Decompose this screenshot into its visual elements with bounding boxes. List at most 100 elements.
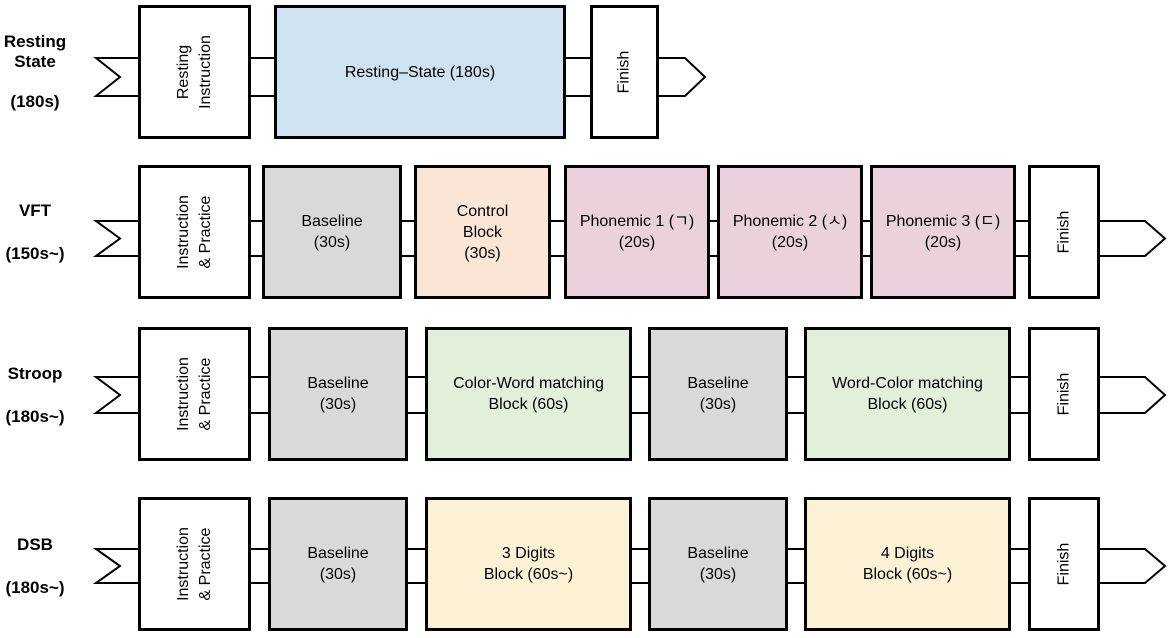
row-label-dsb: DSB: [0, 535, 70, 555]
block-text-line: Phonemic 2 (ㅅ): [732, 213, 848, 230]
block-text-line: & Practice: [196, 195, 214, 269]
block-text: Baseline (30s): [301, 211, 362, 253]
block-text: Instruction& Practice: [173, 527, 217, 601]
block-text-line: Block (60s): [488, 396, 569, 413]
block-text: Phonemic 2 (ㅅ) (20s): [733, 211, 847, 253]
block-text-line: (20s): [771, 234, 809, 251]
block-baseline: Baseline (30s): [262, 165, 402, 299]
block-text-line: Phonemic 3 (ㄷ): [885, 213, 1001, 230]
block-text: Phonemic 3 (ㄷ) (20s): [886, 211, 1000, 253]
block-text-line: Finish: [1055, 372, 1072, 416]
row-label-line: Resting: [3, 32, 67, 51]
block-text-line: Baseline: [687, 545, 749, 562]
block-text: Baseline (30s): [687, 373, 748, 415]
block-text-line: (30s): [464, 244, 501, 262]
block-text-line: Instruction: [174, 195, 192, 269]
row-duration: (180s): [10, 92, 60, 111]
block-text-line: (30s): [699, 566, 737, 583]
block-baseline: Baseline (30s): [648, 327, 788, 461]
block-text-line: & Practice: [196, 357, 214, 431]
block-baseline: Baseline (30s): [268, 497, 408, 631]
block-baseline: Baseline (30s): [648, 497, 788, 631]
block-text-line: Baseline: [307, 545, 369, 562]
row-duration: (180s~): [5, 407, 65, 426]
block-text: Phonemic 1 (ㄱ) (20s): [580, 211, 694, 253]
block-text-line: Word-Color matching: [832, 375, 983, 392]
row-label-line: Stroop: [7, 364, 63, 383]
block-text: Baseline (30s): [687, 543, 748, 585]
block-text-line: (30s): [319, 396, 357, 413]
block-text-line: Baseline: [301, 213, 363, 230]
block-text-line: Block (60s~): [862, 566, 953, 583]
block-text-line: Instruction: [174, 527, 192, 601]
row-4-flow-arrow: [92, 548, 1167, 584]
block-instruction: Instruction& Practice: [138, 165, 251, 299]
block-text: Baseline (30s): [307, 543, 368, 585]
block-text-line: Resting: [174, 44, 192, 100]
block-text-line: Finish: [1055, 542, 1072, 586]
block-text-line: (20s): [924, 234, 962, 251]
row-label-stroop: Stroop: [0, 364, 70, 384]
block-text-line: Block: [462, 223, 503, 241]
block-text-line: Finish: [1055, 210, 1072, 254]
block-text-line: Baseline: [307, 375, 369, 392]
row-label-line: State: [14, 52, 56, 71]
block-finish: Finish: [1028, 327, 1100, 461]
block-finish: Finish: [1028, 165, 1100, 299]
row-label-line: DSB: [17, 535, 53, 554]
block-text: Finish: [1053, 211, 1075, 254]
block-text-line: Resting–State (180s): [344, 63, 496, 81]
block-baseline: Baseline (30s): [268, 327, 408, 461]
block-phonemic-1: Phonemic 1 (ㄱ) (20s): [564, 165, 710, 299]
block-text: Instruction& Practice: [173, 195, 217, 269]
row-2-flow-arrow: [92, 220, 1167, 257]
block-text-line: Baseline: [687, 375, 749, 392]
block-phonemic-2: Phonemic 2 (ㅅ) (20s): [717, 165, 863, 299]
block-instruction: Instruction& Practice: [138, 497, 251, 631]
block-resting-state-180s: Resting–State (180s): [274, 5, 566, 139]
block-finish: Finish: [1028, 497, 1100, 631]
block-text: Finish: [1053, 543, 1075, 586]
row-duration: (180s~): [5, 578, 65, 597]
row-1-flow-arrow: [93, 57, 707, 97]
block-text-line: (30s): [313, 234, 351, 251]
block-text-line: 4 Digits: [880, 545, 935, 562]
block-text: Finish: [614, 51, 636, 94]
block-text-line: Color-Word matching: [453, 375, 604, 392]
block-text-line: Finish: [615, 50, 633, 94]
block-text-line: & Practice: [196, 527, 214, 601]
block-text-line: Instruction: [196, 35, 214, 109]
block-text-line: (30s): [319, 566, 357, 583]
block-text: Baseline (30s): [307, 373, 368, 415]
block-text: Finish: [1053, 373, 1075, 416]
row-3-flow-arrow: [93, 376, 1167, 414]
block-text: Instruction& Practice: [173, 357, 217, 431]
block-phonemic-3: Phonemic 3 (ㄷ) (20s): [870, 165, 1016, 299]
row-label-line: VFT: [18, 201, 52, 220]
block-text-line: (30s): [699, 396, 737, 413]
block-text-line: Phonemic 1 (ㄱ): [579, 213, 695, 230]
row-label-vft: VFT: [0, 201, 70, 221]
block-text-line: 3 Digits: [501, 545, 556, 562]
block-finish: Finish: [590, 5, 659, 139]
block-text-line: Block (60s): [867, 396, 948, 413]
block-text-line: Block (60s~): [483, 566, 574, 583]
block-text-line: (20s): [618, 234, 656, 251]
block-text-line: Control: [456, 202, 509, 220]
row-duration: (150s~): [5, 244, 65, 263]
block-text-line: Instruction: [174, 357, 192, 431]
